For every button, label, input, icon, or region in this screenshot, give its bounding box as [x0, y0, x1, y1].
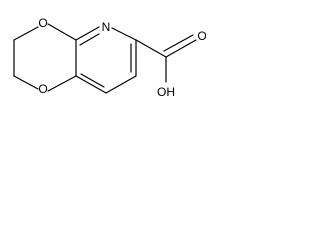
- bond-n-c: [111, 27, 137, 41]
- bond-ch2-o-top: [13, 26, 39, 41]
- bond-c-n: [75, 26, 100, 41]
- bond-c-n-double: [79, 33, 100, 46]
- bond-c-c-bottom-left: [75, 75, 107, 94]
- bond-o-top-c: [47, 23, 77, 41]
- bond-c-c-bottom-right: [105, 75, 137, 94]
- oxygen-label-top: O: [38, 16, 47, 30]
- atom-labels: O O N O OH: [38, 16, 206, 99]
- carboxyl-group: [135, 34, 197, 83]
- nitrogen-label: N: [102, 20, 111, 34]
- bond-ring-carboxyl: [135, 39, 167, 58]
- hydroxyl-label: OH: [157, 85, 175, 99]
- bond-c-o-double-2: [163, 34, 194, 52]
- bond-ch2-o-bottom: [13, 75, 39, 90]
- bond-c-c-bottom-double: [80, 73, 105, 88]
- structure-diagram: O O N O OH: [13, 16, 207, 99]
- carbonyl-oxygen-label: O: [197, 29, 206, 43]
- bond-c-o-double-1: [165, 39, 197, 58]
- pyridine-ring: [75, 26, 137, 94]
- dioxane-ring: [13, 23, 77, 92]
- bond-o-bottom-c: [47, 75, 77, 92]
- oxygen-label-bottom: O: [38, 82, 47, 96]
